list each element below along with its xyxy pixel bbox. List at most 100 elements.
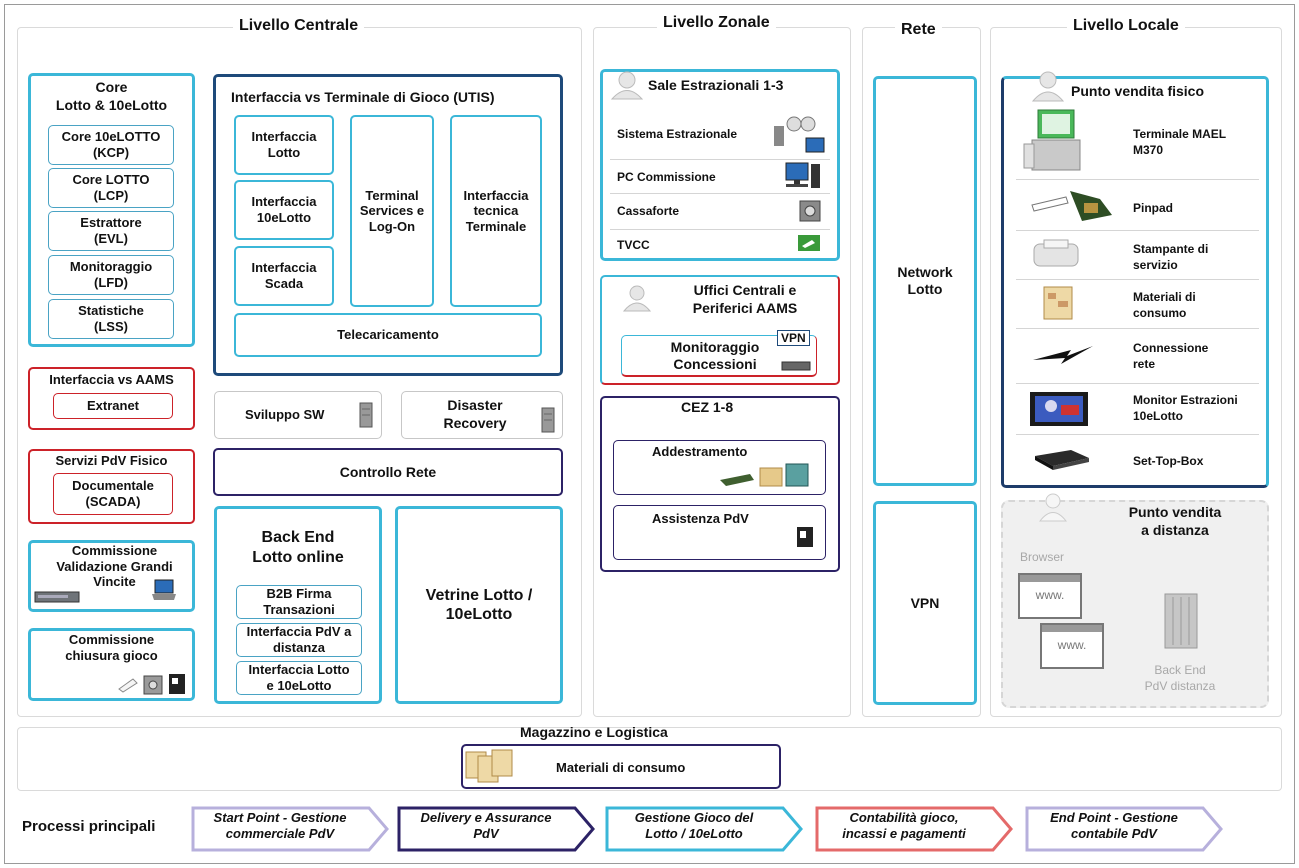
vpn-network: VPN <box>873 501 977 705</box>
browser-window-2: www. <box>1040 623 1104 669</box>
desktop-pc-icon <box>785 162 820 188</box>
section-title-locale: Livello Locale <box>1067 17 1185 35</box>
server-rack-icon <box>1164 593 1198 649</box>
www-text: www. <box>1057 638 1087 652</box>
estrattore-evl: Estrattore (EVL) <box>48 211 174 251</box>
divider <box>1016 230 1259 231</box>
core-title: Core Lotto & 10eLotto <box>55 79 168 113</box>
controllo-rete: Controllo Rete <box>213 448 563 496</box>
interfaccia-pdv-distanza: Interfaccia PdV a distanza <box>236 623 362 657</box>
router-icon <box>781 361 811 371</box>
process-step-arrow[interactable] <box>397 806 597 852</box>
backend-lotto-title: Back End Lotto online <box>252 529 344 566</box>
interfaccia-lotto: Interfaccia Lotto <box>234 115 334 175</box>
terminal-mael-icon <box>1023 109 1081 171</box>
vetrine-lotto: Vetrine Lotto / 10eLotto <box>395 506 563 704</box>
printer-icon <box>1033 239 1079 267</box>
safe-icon <box>799 200 821 222</box>
safe-icon <box>143 675 163 695</box>
browser-label: Browser <box>1020 550 1065 564</box>
documentale-scada: Documentale (SCADA) <box>53 473 173 515</box>
process-step-4: Contabilità gioco, incassi e pagamenti <box>842 810 966 842</box>
materiali-consumo-box <box>461 744 781 789</box>
divider <box>1016 328 1259 329</box>
monitoraggio-concessioni: Monitoraggio Concessioni <box>670 339 760 372</box>
commissione-chiusura-box <box>28 628 195 701</box>
lightning-connection-icon <box>1033 346 1093 364</box>
process-step-5: End Point - Gestione contabile PdV <box>1050 810 1178 842</box>
user-icon <box>1031 71 1065 102</box>
set-top-box-icon <box>1035 450 1089 470</box>
section-title-centrale: Livello Centrale <box>233 17 365 35</box>
user-icon <box>622 285 652 312</box>
disaster-recovery-box <box>401 391 563 439</box>
assistenza-pdv: Assistenza PdV <box>652 511 749 526</box>
user-icon <box>610 71 644 100</box>
punto-vendita-distanza-title: Punto vendita a distanza <box>1128 504 1222 539</box>
uffici-centrali-title: Uffici Centrali e Periferici AAMS <box>692 282 798 316</box>
pc-commissione: PC Commissione <box>617 170 716 184</box>
terminale-mael: Terminale MAEL M370 <box>1133 127 1227 157</box>
sale-estrazionali-title: Sale Estrazionali 1-3 <box>648 77 784 93</box>
tvcc: TVCC <box>617 238 650 252</box>
browser-titlebar <box>1042 625 1102 632</box>
set-top-box: Set-Top-Box <box>1133 454 1204 468</box>
interfaccia-scada: Interfaccia Scada <box>234 246 334 306</box>
processi-label: Processi principali <box>22 818 156 835</box>
utis-title: Interfaccia vs Terminale di Gioco (UTIS) <box>231 89 495 105</box>
pinpad: Pinpad <box>1133 201 1174 215</box>
addestramento: Addestramento <box>652 444 748 459</box>
b2b-firma-transazioni: B2B Firma Transazioni <box>236 585 362 619</box>
card-icon <box>118 678 138 693</box>
vpn-tag: VPN <box>777 330 810 346</box>
interfaccia-tecnica-terminale: Interfaccia tecnica Terminale <box>450 115 542 307</box>
server-icon <box>359 402 373 428</box>
divider <box>1016 434 1259 435</box>
monitor-estrazioni: Monitor Estrazioni 10eLotto <box>1133 393 1238 423</box>
process-step-arrow[interactable] <box>1025 806 1225 852</box>
browser-titlebar <box>1020 575 1080 582</box>
interfaccia-lotto-10elotto: Interfaccia Lotto e 10eLotto <box>236 661 362 695</box>
laptop-icon <box>152 579 176 600</box>
telecaricamento: Telecaricamento <box>234 313 542 357</box>
training-devices-icon <box>720 463 809 487</box>
stampante-servizio: Stampante di servizio <box>1133 242 1209 272</box>
interfaccia-aams-title: Interfaccia vs AAMS <box>49 372 174 387</box>
server-icon <box>541 407 555 433</box>
divider <box>1016 279 1259 280</box>
divider <box>1016 383 1259 384</box>
monitor-icon <box>1030 392 1088 426</box>
core-lotto-lcp: Core LOTTO (LCP) <box>48 168 174 208</box>
cez-title: CEZ 1-8 <box>681 399 734 415</box>
pinpad-icon <box>1031 191 1112 221</box>
process-step-2: Delivery e Assurance PdV <box>420 810 552 842</box>
servizi-pdv-title: Servizi PdV Fisico <box>55 453 168 468</box>
consumables-icon <box>465 749 513 783</box>
disaster-recovery-label: Disaster Recovery <box>443 397 507 431</box>
magazzino-title: Magazzino e Logistica <box>520 724 668 740</box>
process-step-arrow[interactable] <box>605 806 805 852</box>
network-lotto: Network Lotto <box>873 76 977 486</box>
process-step-arrow[interactable] <box>191 806 391 852</box>
pc-tower-icon <box>169 674 185 694</box>
process-step-3: Gestione Gioco del Lotto / 10eLotto <box>634 810 754 842</box>
user-icon <box>1038 493 1068 522</box>
extraction-machine-icon <box>774 116 825 153</box>
materiali-consumo-locale: Materiali di consumo <box>1133 290 1196 320</box>
cassaforte: Cassaforte <box>617 204 680 218</box>
browser-window-1: www. <box>1018 573 1082 619</box>
divider <box>610 229 830 230</box>
sistema-estrazionale: Sistema Estrazionale <box>617 127 738 141</box>
divider <box>1016 179 1259 180</box>
pc-tower-icon <box>797 527 813 547</box>
process-step-arrow[interactable] <box>815 806 1015 852</box>
divider <box>610 159 830 160</box>
punto-vendita-fisico-title: Punto vendita fisico <box>1071 83 1205 99</box>
commissione-validazione-label: Commissione Validazione Grandi Vincite <box>56 543 173 590</box>
server-rack-icon <box>34 591 80 603</box>
www-text: www. <box>1035 588 1065 602</box>
divider <box>610 193 830 194</box>
core-10elotto-kcp: Core 10eLOTTO (KCP) <box>48 125 174 165</box>
sviluppo-sw-box: Sviluppo SW <box>214 391 382 439</box>
materiali-consumo: Materiali di consumo <box>556 760 686 775</box>
